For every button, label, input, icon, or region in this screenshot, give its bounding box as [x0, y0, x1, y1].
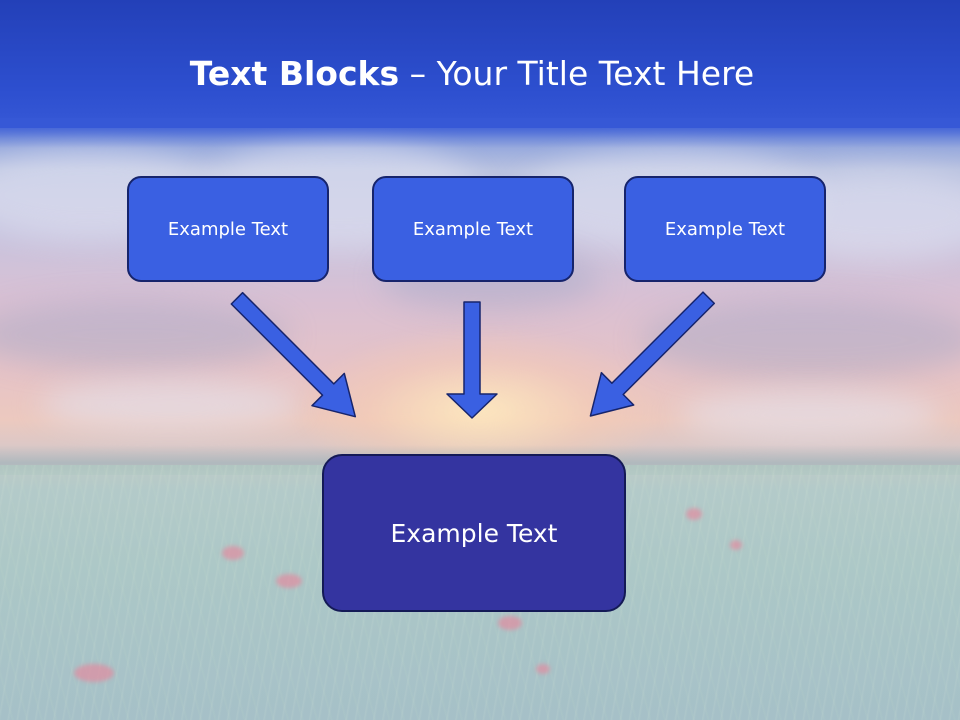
text-block-label: Example Text	[412, 218, 534, 240]
poppy-flower	[74, 664, 114, 682]
cloud	[40, 380, 300, 430]
text-block-top-right[interactable]: Example Text	[624, 176, 826, 282]
text-block-top-left[interactable]: Example Text	[127, 176, 329, 282]
poppy-flower	[498, 616, 522, 630]
text-block-bottom[interactable]: Example Text	[322, 454, 626, 612]
cloud	[680, 390, 940, 440]
cloud	[0, 300, 290, 370]
slide-title: Text Blocks – Your Title Text Here	[0, 52, 944, 96]
text-block-label: Example Text	[390, 518, 558, 548]
title-bold: Text Blocks	[189, 54, 400, 93]
header-fade	[0, 118, 960, 148]
text-block-top-center[interactable]: Example Text	[372, 176, 574, 282]
poppy-flower	[222, 546, 244, 560]
poppy-flower	[686, 508, 702, 520]
poppy-flower	[276, 574, 302, 588]
text-block-label: Example Text	[664, 218, 786, 240]
text-block-label: Example Text	[167, 218, 289, 240]
poppy-flower	[730, 540, 742, 550]
poppy-flower	[536, 664, 550, 674]
header-band	[0, 0, 960, 128]
cloud	[640, 300, 960, 380]
title-rest: – Your Title Text Here	[399, 54, 755, 93]
